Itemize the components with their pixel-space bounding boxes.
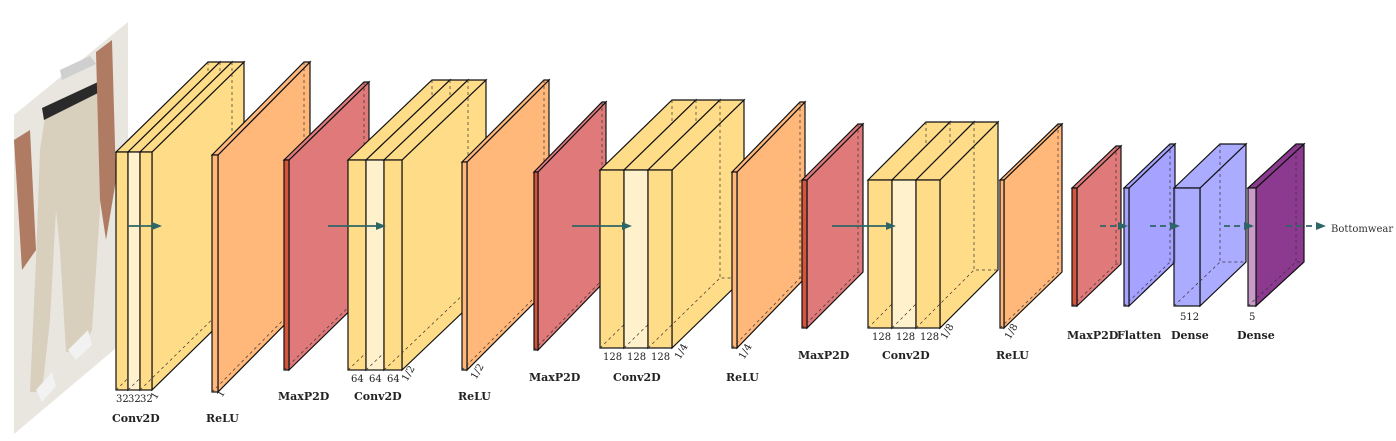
conv3-dim-c: 128 [651, 352, 670, 363]
arrow-3 [572, 222, 632, 230]
conv4-slab-3-hidden-edge [915, 269, 998, 329]
conv2-dim-c: 64 [387, 374, 400, 385]
conv1-slab-1-front [115, 151, 129, 391]
relu4 [998, 122, 1064, 330]
pool2-front [533, 171, 539, 351]
conv1-dim-scale: 1 [149, 390, 162, 401]
arrow-1 [128, 222, 162, 230]
label-relu-4: ReLU [996, 349, 1029, 362]
arrow-5-dashed-head [1118, 222, 1128, 230]
arrow-4-head [886, 222, 896, 230]
layer-labels: Conv2D ReLU MaxP2D Conv2D ReLU MaxP2D Co… [112, 329, 1275, 425]
relu3-side [736, 100, 806, 350]
label-relu-3: ReLU [726, 371, 759, 384]
label-dense-2: Dense [1237, 329, 1275, 342]
pool1-front [283, 159, 290, 371]
dense1-front [1173, 187, 1201, 307]
arrow-5-dashed [1100, 222, 1128, 230]
label-conv2d-3: Conv2D [613, 371, 661, 384]
pool4-hidden-edge [1071, 263, 1121, 307]
conv2-slab-2-front [365, 159, 385, 371]
conv2-dim-b: 64 [369, 374, 382, 385]
arrow-2-head [376, 222, 386, 230]
arrow-2 [328, 222, 386, 230]
conv3-dim-a: 128 [603, 352, 622, 363]
arrow-4 [832, 222, 896, 230]
label-relu-2: ReLU [458, 390, 491, 403]
pool3-front [801, 179, 808, 329]
arrow-8-dashed-head [1316, 222, 1326, 230]
label-conv2d-1: Conv2D [112, 412, 160, 425]
dense1-dim: 512 [1180, 312, 1199, 323]
conv3-slab-1-front [599, 169, 625, 349]
relu1-front [211, 154, 219, 393]
arrow-1-head [152, 222, 162, 230]
conv4-slab-3 [914, 120, 1000, 330]
label-relu-1: ReLU [206, 412, 239, 425]
relu4-front [999, 179, 1005, 329]
conv4-slab-3-front [915, 179, 941, 329]
relu2-front [461, 161, 468, 371]
relu1-dim-scale: 1 [215, 388, 228, 399]
relu4-side [1003, 122, 1063, 330]
relu4-hidden-edge [999, 271, 1062, 329]
conv2-slab-3-front [383, 159, 403, 371]
conv1-dim-a: 32 [116, 394, 129, 405]
flatten-hidden-edge [1123, 261, 1175, 307]
dense1 [1172, 142, 1248, 308]
label-conv2d-2: Conv2D [354, 390, 402, 403]
pool3-hidden-edge [801, 271, 863, 329]
flatten-side [1128, 142, 1176, 308]
conv2-slab-1-front [347, 159, 367, 371]
relu3-front [731, 171, 738, 349]
dense1-hidden-edge [1173, 261, 1246, 307]
output-label: Bottomwear [1331, 224, 1393, 235]
arrow-7-dashed [1224, 222, 1254, 230]
pool4-front [1071, 187, 1078, 307]
label-maxp2d-2: MaxP2D [529, 371, 581, 384]
conv4-slab-2-front [891, 179, 917, 329]
label-maxp2d-3: MaxP2D [798, 349, 850, 362]
conv2-dim-a: 64 [351, 374, 364, 385]
label-dense-1: Dense [1171, 329, 1209, 342]
conv1-dim-c: 32 [140, 394, 153, 405]
conv3-dim-b: 128 [627, 352, 646, 363]
conv3-slab-3-front [647, 169, 673, 349]
dense2-side [1255, 142, 1305, 308]
relu2 [460, 78, 551, 372]
arrow-6-dashed [1150, 222, 1180, 230]
conv4-dim-c: 128 [920, 332, 939, 343]
flatten-front [1123, 187, 1130, 307]
pool4 [1070, 144, 1123, 308]
label-maxp2d-1: MaxP2D [278, 390, 330, 403]
flatten [1122, 142, 1177, 308]
label-maxp2d-4: MaxP2D [1067, 329, 1119, 342]
conv1-slab-2-front [127, 151, 141, 391]
dense2-dim: 5 [1249, 312, 1255, 323]
arrow-8-dashed [1286, 222, 1326, 230]
arrow-6-dashed-head [1170, 222, 1180, 230]
input-image [14, 22, 128, 434]
label-flatten: Flatten [1117, 329, 1161, 342]
arrow-7-dashed-head [1244, 222, 1254, 230]
conv3-slab-3 [646, 98, 746, 350]
dense2 [1246, 142, 1306, 308]
conv1-dim-b: 32 [128, 394, 141, 405]
conv3-slab-2-front [623, 169, 649, 349]
arrow-3-head [622, 222, 632, 230]
conv4-slab-1-front [867, 179, 893, 329]
label-conv2d-4: Conv2D [882, 349, 930, 362]
conv4-dim-a: 128 [872, 332, 891, 343]
conv1-slab-3-front [139, 151, 153, 391]
conv4-dim-b: 128 [896, 332, 915, 343]
dense2-front [1247, 187, 1257, 307]
